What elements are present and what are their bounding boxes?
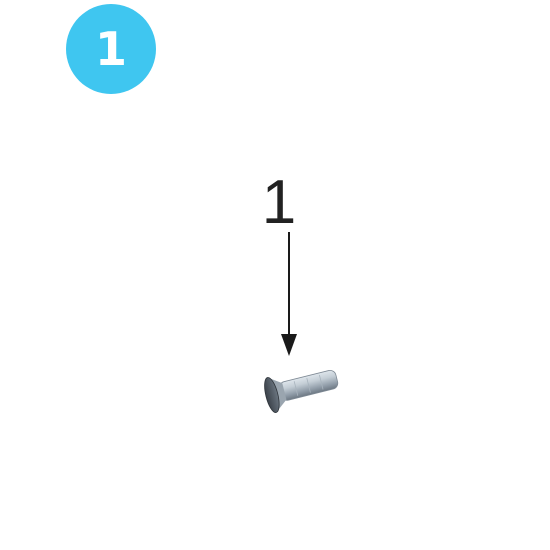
step-badge: 1: [66, 4, 156, 94]
callout-label: 1: [261, 168, 297, 237]
leader-arrow: [281, 232, 297, 356]
screw-icon: [264, 369, 339, 413]
step-number: 1: [94, 22, 127, 76]
